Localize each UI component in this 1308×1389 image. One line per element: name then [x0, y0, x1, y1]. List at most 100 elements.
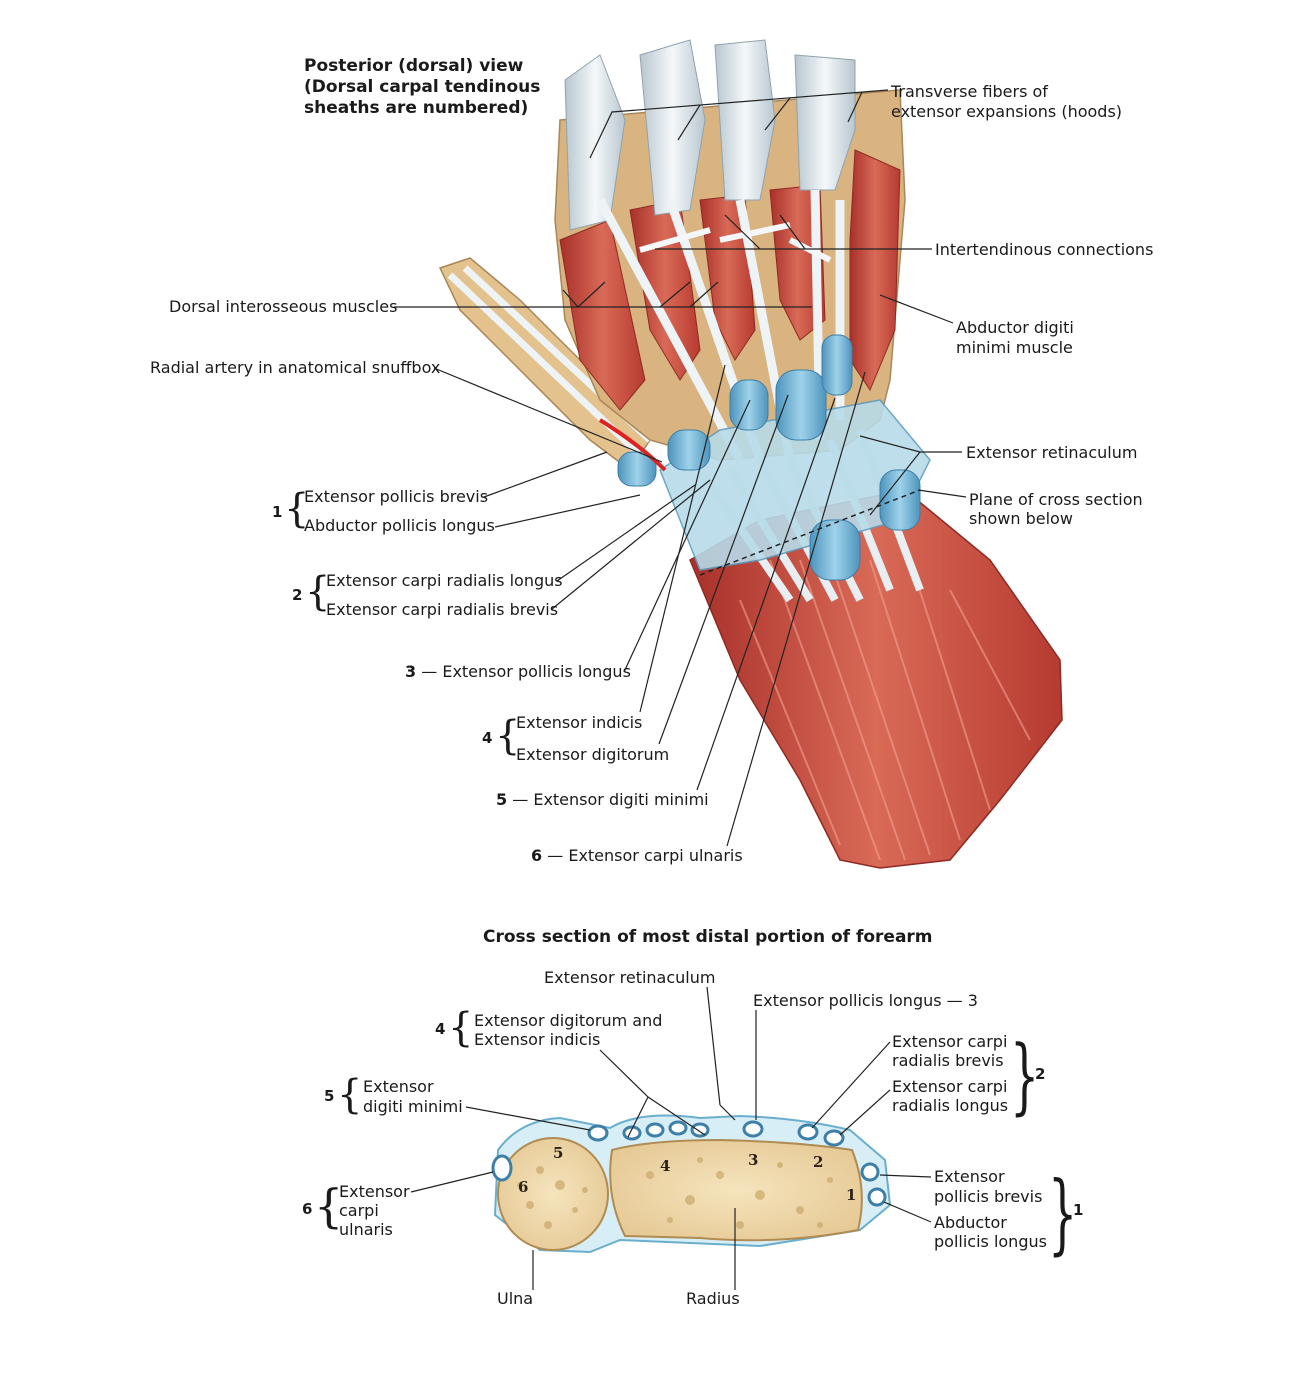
sheath-2	[667, 429, 711, 471]
ulna-bone	[497, 1137, 609, 1251]
compartment-4-brace: {	[495, 713, 521, 759]
bone-number-1: 1	[846, 1186, 856, 1204]
compartment-6-number: 6	[531, 846, 543, 865]
bone-number-6: 6	[518, 1178, 528, 1196]
label-extensor-carpi-ulnaris: Extensor carpi ulnaris	[568, 846, 743, 865]
compartment-4-number: 4	[482, 729, 493, 747]
label-transverse-fibers-1: Transverse fibers of	[891, 82, 1048, 101]
tendon-ring-edm	[587, 1124, 609, 1142]
cross-section-title: Cross section of most distal portion of …	[483, 927, 933, 947]
label-compartment-3: 3 — Extensor pollicis longus	[405, 662, 631, 681]
finger-hood-3	[714, 39, 776, 201]
cross-section-illustration	[491, 1114, 892, 1254]
cs-label-ed-and-ei-1: Extensor digitorum and	[474, 1011, 663, 1030]
cs-label-epb-2: pollicis brevis	[934, 1187, 1043, 1206]
cs-label-extensor-retinaculum: Extensor retinaculum	[544, 968, 716, 987]
tendon-ring-ed-2	[645, 1122, 665, 1138]
abductor-digiti-minimi-muscle	[849, 149, 901, 392]
compartment-5-dash: —	[512, 790, 529, 809]
label-extensor-retinaculum-top: Extensor retinaculum	[966, 443, 1138, 462]
label-dorsal-interosseous: Dorsal interosseous muscles	[169, 297, 398, 316]
dorsal-interosseous-1	[559, 219, 646, 411]
label-compartment-5: 5 — Extensor digiti minimi	[496, 790, 709, 809]
sheath-4-distal	[809, 519, 861, 581]
compartment-2-number: 2	[292, 586, 303, 604]
label-plane-cross-section-2: shown below	[969, 509, 1073, 528]
leader-lines-top	[394, 89, 967, 847]
tendon-ring-ecrb	[797, 1123, 819, 1141]
compartment-6-dash: —	[547, 846, 564, 865]
cs-label-radius: Radius	[686, 1289, 740, 1308]
cs-label-edm-2: digiti minimi	[363, 1097, 463, 1116]
label-intertendinous-connections: Intertendinous connections	[935, 240, 1154, 259]
label-extensor-indicis: Extensor indicis	[516, 713, 643, 732]
cs-number-1: 1	[1073, 1201, 1084, 1219]
bone-number-3: 3	[748, 1151, 758, 1169]
cs-number-4: 4	[435, 1020, 446, 1038]
label-extensor-digitorum: Extensor digitorum	[516, 745, 670, 764]
tendon-ring-ed-4	[690, 1122, 710, 1138]
sheath-3	[729, 379, 769, 431]
tendon-ring-ecrl	[823, 1129, 845, 1147]
bone-texture	[517, 1157, 833, 1229]
cs-label-apl-2: pollicis longus	[934, 1232, 1047, 1251]
sheath-4	[775, 369, 827, 441]
cs-label-ecu-1: Extensor	[339, 1182, 410, 1201]
compartment-2-brace: {	[305, 569, 331, 615]
forearm-muscle-fibers	[739, 559, 1031, 861]
cs-label-ecu-2: carpi	[339, 1201, 379, 1220]
tendon-rings	[491, 1120, 887, 1207]
sheath-6	[879, 469, 921, 531]
radius-bone	[609, 1138, 863, 1242]
cs-number-6: 6	[302, 1200, 313, 1218]
cs-label-ecu-3: ulnaris	[339, 1220, 393, 1239]
cs-label-epb-1: Extensor	[934, 1167, 1005, 1186]
bone-number-4: 4	[660, 1157, 670, 1175]
label-extensor-pollicis-brevis: Extensor pollicis brevis	[304, 487, 489, 506]
finger-hood-4	[794, 54, 856, 191]
compartment-5-number: 5	[496, 790, 508, 809]
radial-artery	[598, 418, 667, 472]
label-radial-artery: Radial artery in anatomical snuffbox	[150, 358, 441, 377]
tendon-ring-ed-3	[668, 1120, 688, 1136]
view-title-line-1: Posterior (dorsal) view	[304, 56, 524, 76]
tendon-ring-epb	[860, 1162, 880, 1182]
finger-hood-2	[639, 39, 706, 216]
cs-label-ulna: Ulna	[497, 1289, 534, 1308]
cs-label-edm-1: Extensor	[363, 1077, 434, 1096]
label-compartment-6: 6 — Extensor carpi ulnaris	[531, 846, 743, 865]
cs-label-ed-and-ei-2: Extensor indicis	[474, 1030, 601, 1049]
label-abductor-digiti-minimi-1: Abductor digiti	[956, 318, 1074, 337]
compartment-3-dash: —	[421, 662, 438, 681]
cs-label-ecrb-2: radialis brevis	[892, 1051, 1004, 1070]
cs-label-epl: Extensor pollicis longus — 3	[753, 991, 978, 1010]
tendon-ring-apl	[867, 1187, 887, 1207]
label-ecr-brevis: Extensor carpi radialis brevis	[326, 600, 559, 619]
compartment-1-brace: {	[284, 486, 310, 532]
tendon-ring-ecu	[491, 1154, 513, 1182]
cs-number-2: 2	[1035, 1065, 1046, 1083]
bone-number-5: 5	[553, 1144, 563, 1162]
hand-illustration	[438, 39, 1063, 869]
compartment-3-number: 3	[405, 662, 417, 681]
cs-label-ecrb-1: Extensor carpi	[892, 1032, 1008, 1051]
leader-lines-cross-section	[410, 986, 932, 1290]
label-ecr-longus: Extensor carpi radialis longus	[326, 571, 563, 590]
view-title-line-3: sheaths are numbered)	[304, 98, 529, 118]
label-transverse-fibers-2: extensor expansions (hoods)	[891, 102, 1123, 121]
cs-label-ecrl-1: Extensor carpi	[892, 1077, 1008, 1096]
cs-label-ecrl-2: radialis longus	[892, 1096, 1009, 1115]
label-abductor-digiti-minimi-2: minimi muscle	[956, 338, 1073, 357]
label-plane-cross-section-1: Plane of cross section	[969, 490, 1143, 509]
finger-hood-1	[564, 54, 626, 231]
view-title-line-2: (Dorsal carpal tendinous	[304, 77, 541, 97]
plane-of-cross-section-line	[699, 489, 921, 576]
cs-number-5: 5	[324, 1087, 335, 1105]
cs-brace-4: {	[448, 1005, 474, 1051]
tendon-ring-epl	[742, 1120, 764, 1138]
sheath-5	[821, 334, 853, 396]
label-extensor-digiti-minimi: Extensor digiti minimi	[533, 790, 709, 809]
intertendinous-bands	[639, 222, 832, 263]
label-extensor-pollicis-longus: Extensor pollicis longus	[442, 662, 631, 681]
